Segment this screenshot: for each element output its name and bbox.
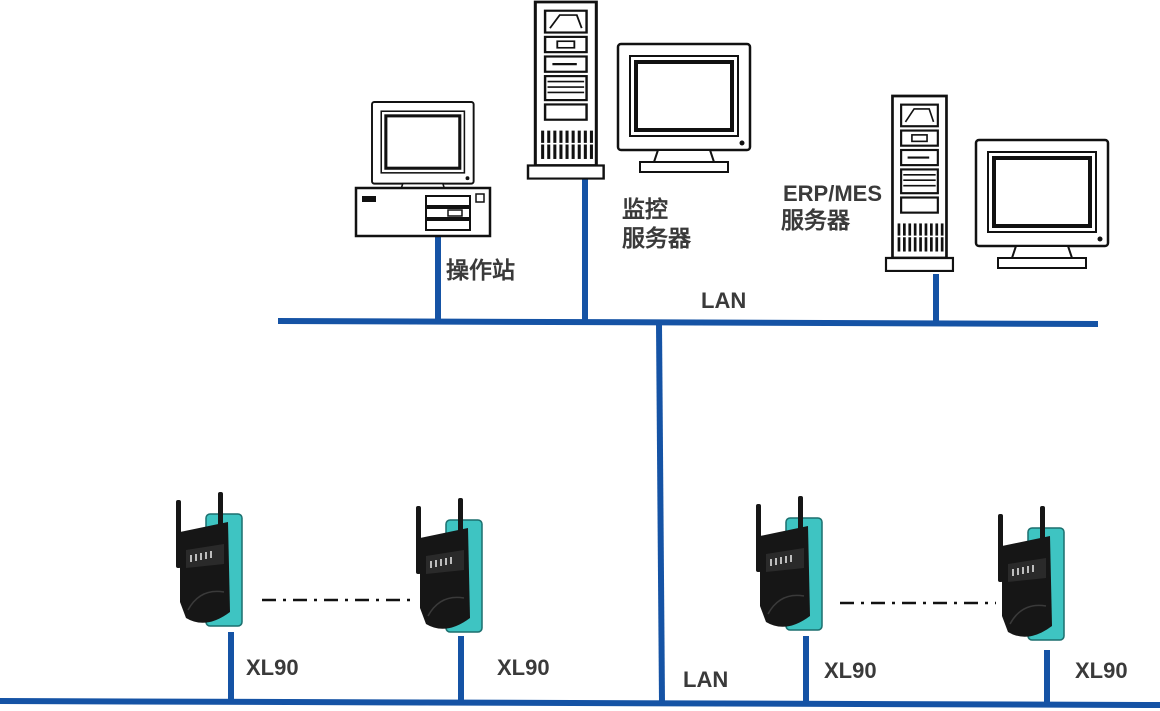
monitor-server-tower-icon [526, 0, 606, 181]
lan-top-label: LAN [701, 288, 747, 313]
lan-bottom-line [0, 698, 1160, 708]
device-4-label: XL90 [1075, 658, 1128, 683]
erp-server-monitor-icon [974, 138, 1110, 270]
lan-backbone-line [656, 323, 665, 704]
erp-server-label-line2: 服务器 [781, 208, 850, 234]
operator-station-computer-icon [354, 100, 492, 238]
device-1-label: XL90 [246, 655, 299, 680]
xl90-device-3-icon [755, 495, 823, 631]
lan-top-line [277, 318, 1099, 327]
monitor-server-label-line2: 服务器 [622, 226, 691, 252]
monitor-server-monitor-icon [616, 42, 752, 174]
monitor-server-label-line1: 监控 [622, 197, 668, 223]
xl90-device-1-icon [175, 491, 243, 627]
erp-server-label-line1: ERP/MES [783, 181, 883, 206]
erp-server-tower-icon [884, 94, 955, 273]
xl90-device-2-icon [415, 497, 483, 633]
operator-station-label: 操作站 [446, 258, 515, 284]
xl90-device-4-icon [997, 505, 1065, 641]
lan-bottom-label: LAN [683, 667, 729, 692]
device-3-label: XL90 [824, 658, 877, 683]
device-2-label: XL90 [497, 655, 550, 680]
